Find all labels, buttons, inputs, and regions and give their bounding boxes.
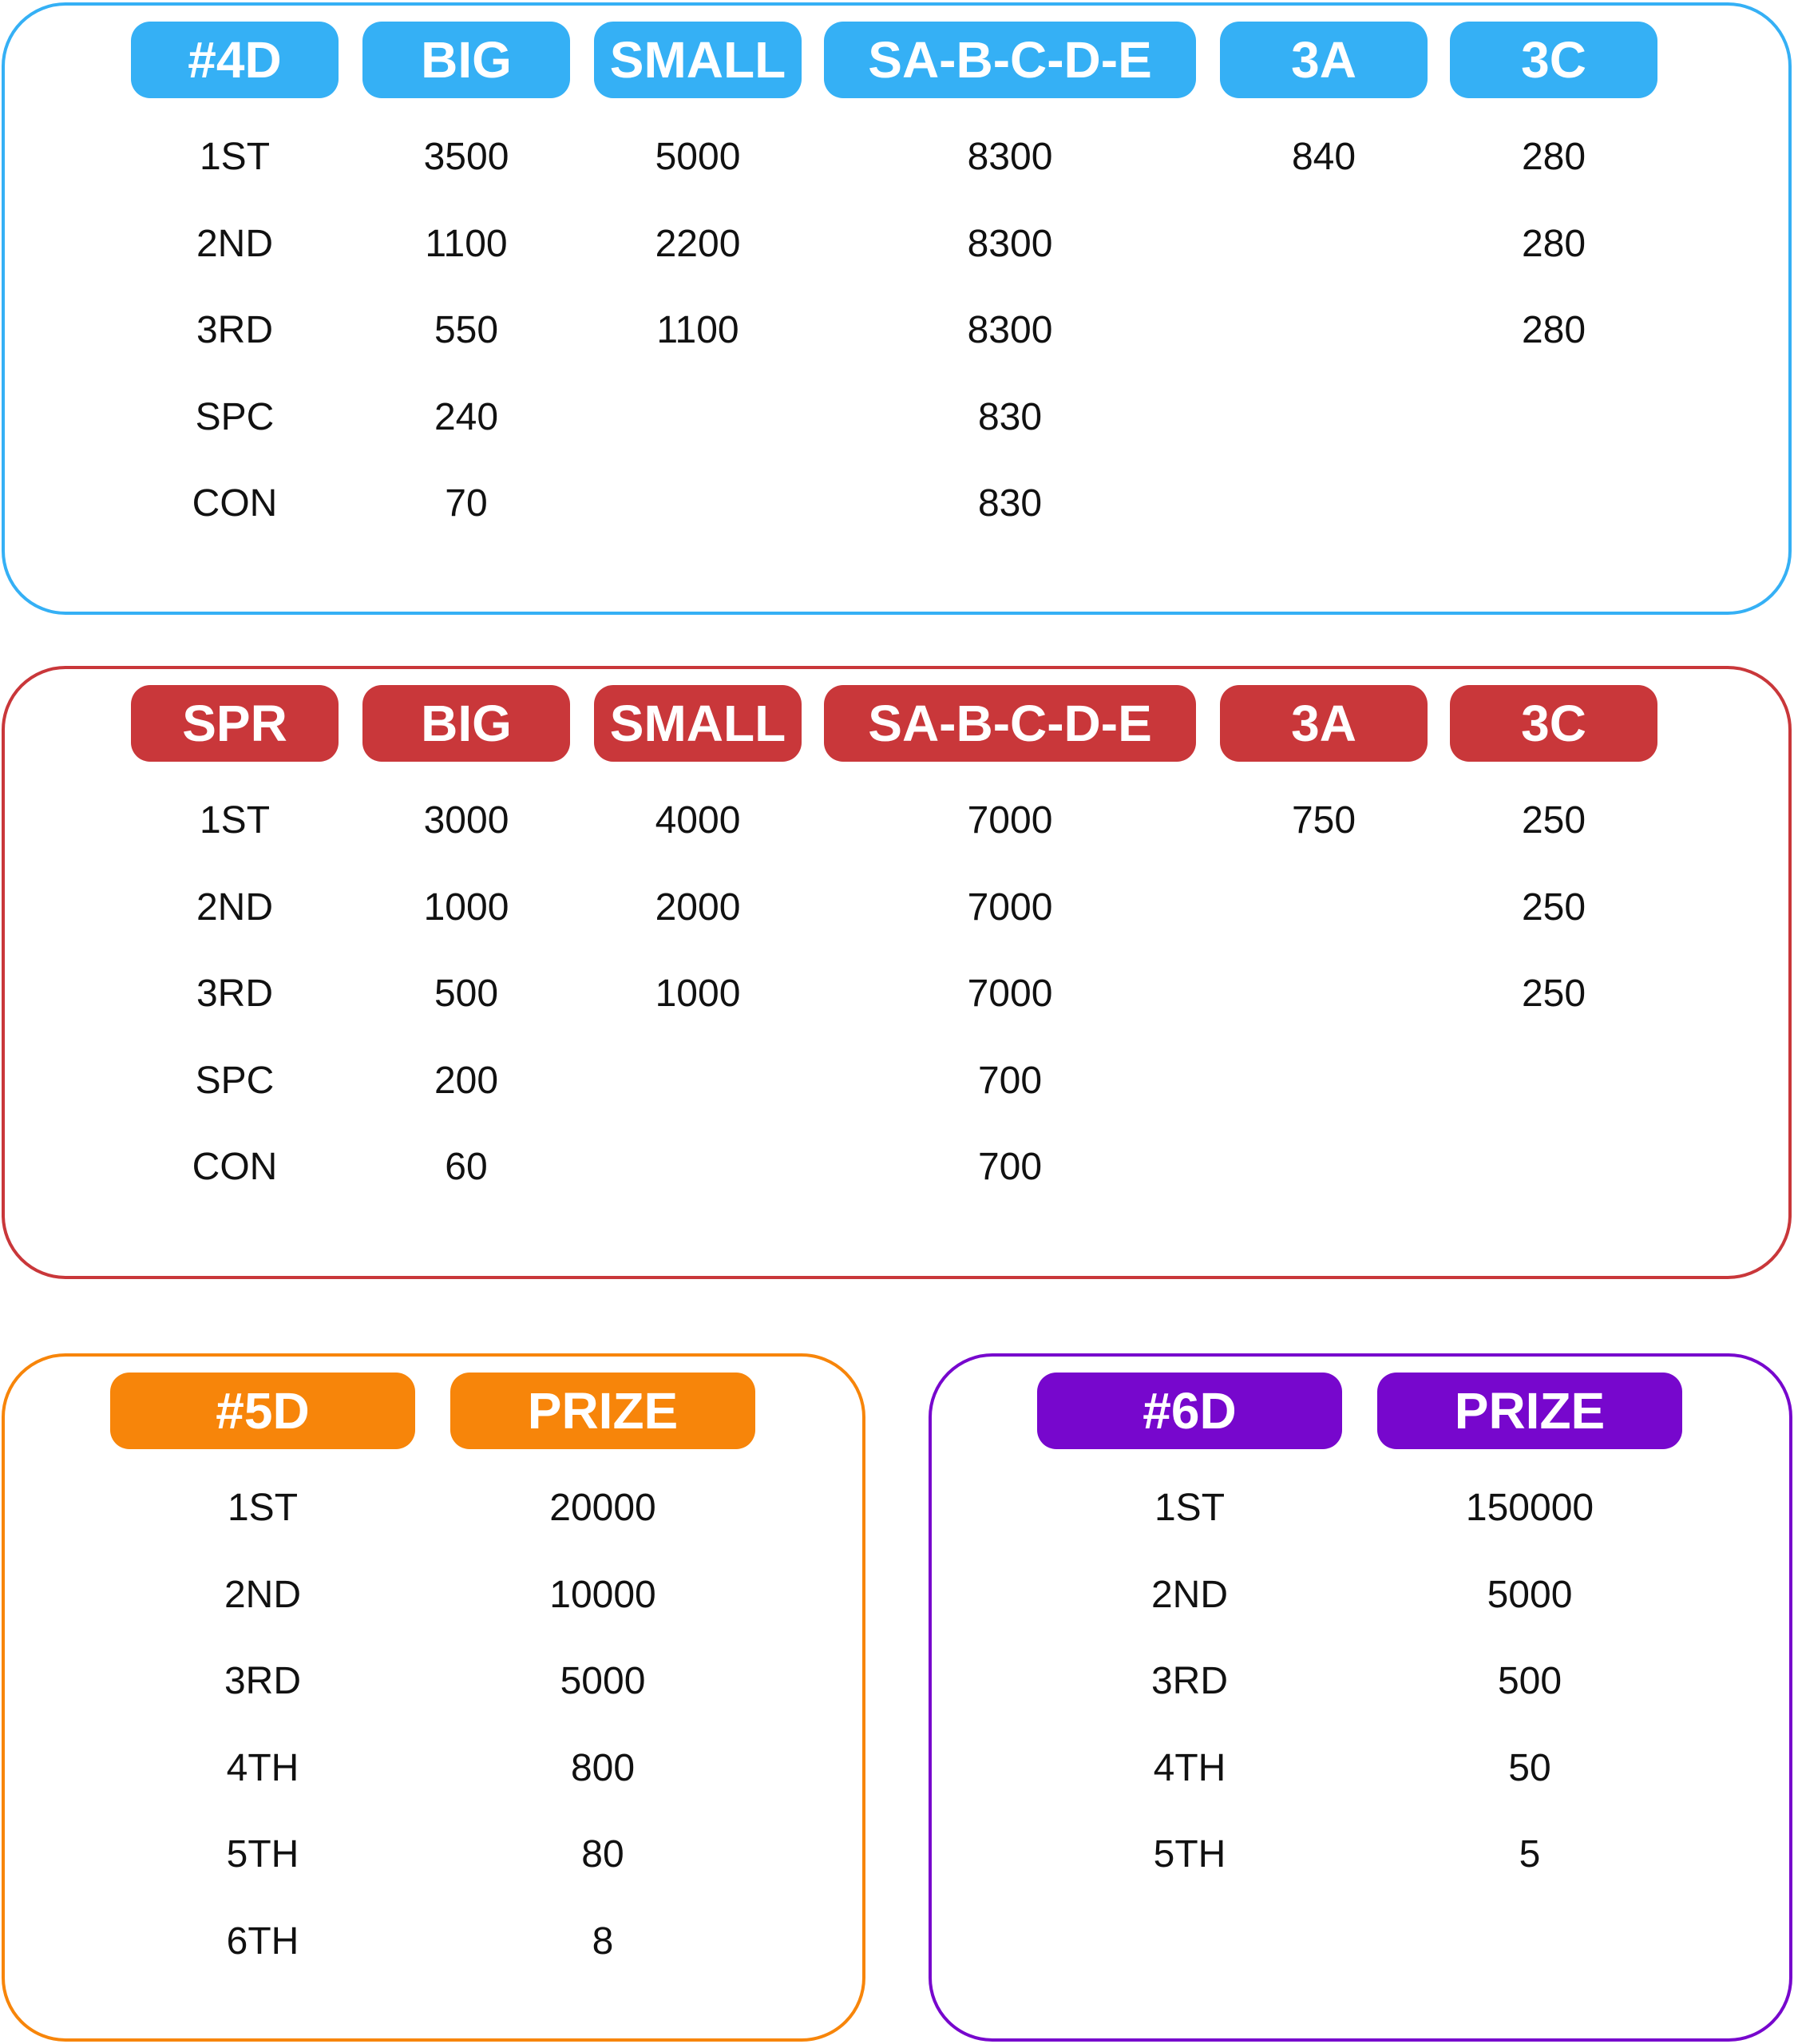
spr-prize-value: 3000 xyxy=(423,799,509,842)
spr-header-sa-b-c-d-e: SA-B-C-D-E xyxy=(824,685,1196,762)
4d-prize-value: 550 xyxy=(434,309,499,351)
spr-prize-value: 1000 xyxy=(655,972,741,1015)
4d-row-label: 2ND xyxy=(196,222,274,265)
6d-row-label: 2ND xyxy=(1150,1573,1229,1616)
5d-prize-value: 80 xyxy=(581,1833,624,1876)
6d-prize-value: 150000 xyxy=(1465,1487,1594,1529)
4d-prize-value: 830 xyxy=(977,482,1043,525)
5d-row-label: 3RD xyxy=(224,1660,302,1702)
spr-row-label: 2ND xyxy=(196,885,274,929)
6d-prize-value: 50 xyxy=(1508,1746,1551,1789)
6d-row-label: 3RD xyxy=(1150,1660,1229,1702)
4d-header-3a: 3A xyxy=(1220,22,1428,98)
5d-row-label: 6TH xyxy=(226,1919,299,1963)
spr-prize-value: 4000 xyxy=(655,799,741,842)
5d-prize-value: 8 xyxy=(592,1919,614,1963)
spr-prize-value: 250 xyxy=(1521,799,1586,842)
4d-prize-value: 1100 xyxy=(656,309,739,351)
4d-prize-value: 5000 xyxy=(655,136,741,178)
4d-prize-value: 8300 xyxy=(967,309,1053,351)
spr-row-label: 1ST xyxy=(199,799,271,842)
5d-prize-value: 10000 xyxy=(549,1573,656,1616)
spr-header-3c: 3C xyxy=(1450,685,1657,762)
spr-row-label: CON xyxy=(192,1146,278,1188)
6d-prize-value: 5000 xyxy=(1487,1573,1573,1616)
spr-header-type: SPR xyxy=(131,685,339,762)
4d-prize-value: 8300 xyxy=(967,222,1053,265)
6d-row-label: 1ST xyxy=(1154,1487,1226,1529)
spr-prize-value: 250 xyxy=(1521,972,1586,1015)
spr-prize-value: 700 xyxy=(977,1059,1043,1102)
prize-table-spr: SPR BIG SMALL SA-B-C-D-E 3A 3C 1ST 3000 4000 7000… xyxy=(2,666,1792,1279)
4d-prize-value: 1100 xyxy=(425,222,508,265)
4d-header-type: #4D xyxy=(131,22,339,98)
4d-prize-value: 830 xyxy=(977,395,1043,438)
4d-prize-value: 280 xyxy=(1521,222,1586,265)
6d-prize-value: 500 xyxy=(1497,1660,1562,1702)
prize-table-6d: #6D PRIZE 1ST 150000 2ND 5000 3RD 500 4TH 50 5TH 5 xyxy=(929,1353,1792,2042)
4d-prize-value: 240 xyxy=(434,395,499,438)
4d-prize-value: 840 xyxy=(1291,136,1356,178)
4d-row-label: CON xyxy=(192,482,278,525)
spr-prize-value: 200 xyxy=(434,1059,499,1102)
spr-prize-value: 60 xyxy=(445,1146,488,1188)
4d-prize-value: 70 xyxy=(445,482,488,525)
spr-prize-value: 750 xyxy=(1291,799,1356,842)
spr-row-label: 3RD xyxy=(196,972,274,1015)
4d-header-sa-b-c-d-e: SA-B-C-D-E xyxy=(824,22,1196,98)
4d-prize-value: 3500 xyxy=(423,136,509,178)
5d-prize-value: 800 xyxy=(570,1746,636,1789)
5d-row-label: 4TH xyxy=(226,1746,299,1789)
6d-row-label: 5TH xyxy=(1153,1833,1226,1876)
spr-header-3a: 3A xyxy=(1220,685,1428,762)
5d-header-type: #5D xyxy=(110,1373,415,1449)
4d-header-big: BIG xyxy=(362,22,570,98)
prize-table-4d: #4D BIG SMALL SA-B-C-D-E 3A 3C 1ST 3500 5000 8300… xyxy=(2,2,1792,615)
4d-header-small: SMALL xyxy=(594,22,802,98)
5d-row-label: 2ND xyxy=(224,1573,302,1616)
6d-row-label: 4TH xyxy=(1153,1746,1226,1789)
spr-row-label: SPC xyxy=(195,1059,275,1102)
6d-header-type: #6D xyxy=(1037,1373,1342,1449)
5d-prize-value: 5000 xyxy=(560,1660,646,1702)
4d-header-3c: 3C xyxy=(1450,22,1657,98)
spr-prize-value: 700 xyxy=(977,1146,1043,1188)
6d-prize-value: 5 xyxy=(1519,1833,1541,1876)
spr-prize-value: 500 xyxy=(434,972,499,1015)
spr-prize-value: 250 xyxy=(1521,885,1586,929)
6d-header-prize: PRIZE xyxy=(1377,1373,1682,1449)
spr-prize-value: 7000 xyxy=(967,972,1053,1015)
5d-row-label: 5TH xyxy=(226,1833,299,1876)
4d-row-label: 3RD xyxy=(196,309,274,351)
5d-prize-value: 20000 xyxy=(549,1487,656,1529)
spr-header-small: SMALL xyxy=(594,685,802,762)
spr-prize-value: 1000 xyxy=(423,885,509,929)
4d-prize-value: 280 xyxy=(1521,136,1586,178)
4d-prize-value: 2200 xyxy=(655,222,741,265)
spr-prize-value: 7000 xyxy=(967,799,1053,842)
4d-row-label: 1ST xyxy=(199,136,271,178)
4d-prize-value: 280 xyxy=(1521,309,1586,351)
5d-row-label: 1ST xyxy=(227,1487,299,1529)
4d-row-label: SPC xyxy=(195,395,275,438)
4d-prize-value: 8300 xyxy=(967,136,1053,178)
spr-header-big: BIG xyxy=(362,685,570,762)
spr-prize-value: 7000 xyxy=(967,885,1053,929)
prize-table-5d: #5D PRIZE 1ST 20000 2ND 10000 3RD 5000 4TH 800 5TH… xyxy=(2,1353,865,2042)
5d-header-prize: PRIZE xyxy=(450,1373,755,1449)
spr-prize-value: 2000 xyxy=(655,885,741,929)
